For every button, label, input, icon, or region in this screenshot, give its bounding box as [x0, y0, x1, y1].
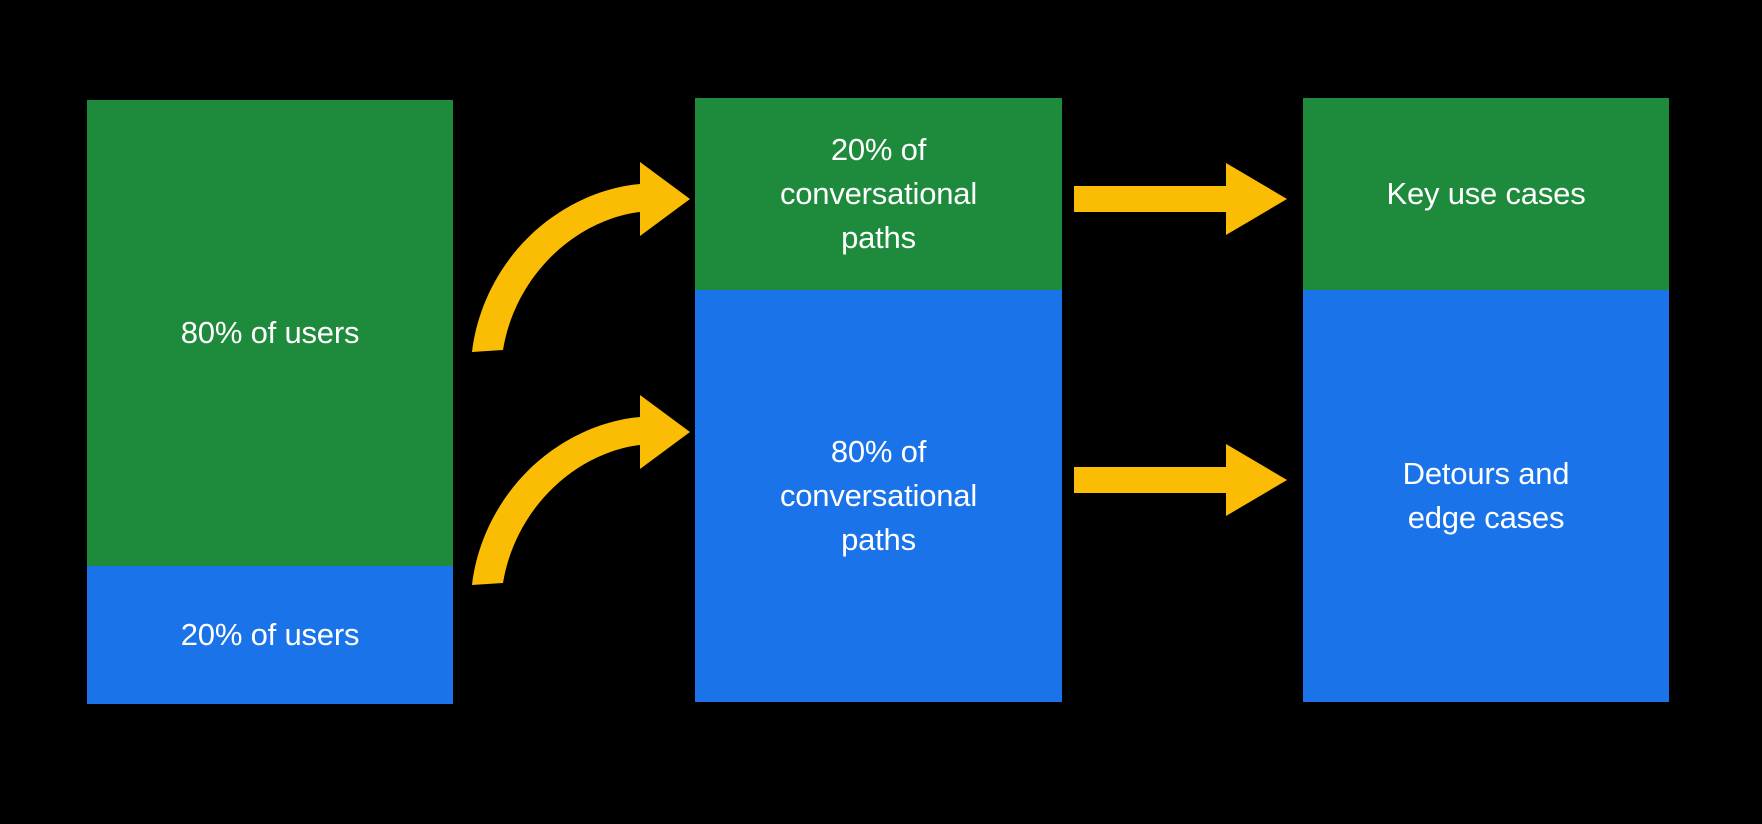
curved-arrow-users-to-paths-top-icon	[472, 162, 690, 352]
segment-label: Key use cases	[1386, 175, 1586, 211]
column-conversational-paths: 20% of conversational paths 80% of conve…	[695, 98, 1062, 702]
column-outcomes: Key use cases Detours and edge cases	[1303, 98, 1669, 702]
curved-arrow-users-to-paths-bottom-icon	[472, 395, 690, 585]
segment-key-use-cases: Key use cases	[1303, 98, 1669, 290]
column-users: 80% of users 20% of users	[87, 100, 453, 704]
segment-label: 20% of conversational paths	[779, 131, 978, 255]
segment-20-percent-of-conversational-paths: 20% of conversational paths	[695, 98, 1062, 290]
segment-label: 20% of users	[180, 616, 360, 652]
segment-20-percent-of-users: 20% of users	[87, 566, 453, 704]
segment-80-percent-of-users: 80% of users	[87, 100, 453, 566]
segment-label: Detours and edge cases	[1402, 455, 1570, 535]
segment-80-percent-of-conversational-paths: 80% of conversational paths	[695, 290, 1062, 702]
straight-arrow-paths-to-key-use-cases-icon	[1074, 163, 1287, 235]
segment-label: 80% of users	[180, 314, 360, 350]
segment-detours-and-edge-cases: Detours and edge cases	[1303, 290, 1669, 702]
segment-label: 80% of conversational paths	[779, 433, 978, 557]
straight-arrow-paths-to-detours-icon	[1074, 444, 1287, 516]
